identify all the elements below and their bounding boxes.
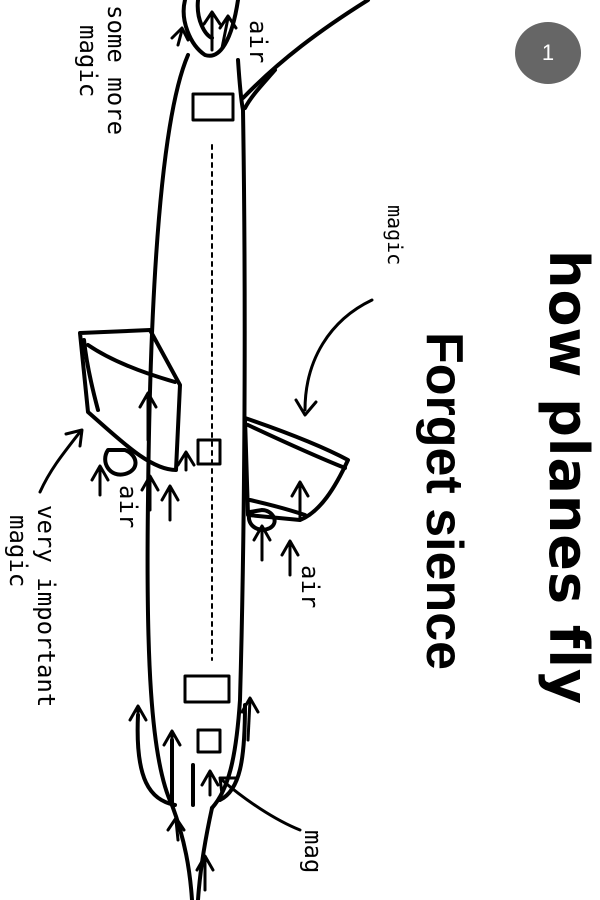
door-top bbox=[191, 92, 235, 122]
left-engine bbox=[103, 448, 138, 477]
label-air-right-wing: air bbox=[296, 565, 324, 609]
nose-outline bbox=[181, 0, 240, 58]
right-engine bbox=[246, 508, 277, 532]
air-arrows bbox=[90, 10, 310, 892]
door-bottom bbox=[183, 674, 231, 704]
magic-pointer-right bbox=[303, 298, 374, 412]
label-very-important-magic: magic bbox=[4, 515, 32, 588]
door-tail bbox=[196, 728, 222, 754]
label-some-more: some more bbox=[102, 5, 130, 136]
nose-inner bbox=[195, 0, 214, 40]
right-wing bbox=[243, 416, 350, 522]
very-important-pointer bbox=[38, 430, 82, 494]
label-air-top: air bbox=[244, 20, 272, 64]
label-very-important: very important bbox=[32, 505, 60, 708]
label-magic-right: magic bbox=[383, 205, 407, 266]
label-mag-bottom: mag bbox=[299, 830, 327, 874]
label-some-more-magic: magic bbox=[74, 25, 102, 98]
door-mid bbox=[196, 438, 222, 466]
notification-count: 1 bbox=[541, 40, 555, 65]
magic-pointer-bottom bbox=[220, 778, 302, 832]
title-forget-sience: Forget sience bbox=[415, 332, 473, 671]
tail bbox=[170, 803, 194, 900]
top-stabilizer bbox=[241, 0, 370, 100]
notification-badge[interactable]: 1 bbox=[515, 22, 581, 84]
fuselage-left bbox=[145, 53, 190, 807]
title-how-planes-fly: how planes fly bbox=[537, 250, 600, 706]
left-wing bbox=[78, 328, 182, 472]
label-air-left-wing: air bbox=[114, 485, 142, 529]
